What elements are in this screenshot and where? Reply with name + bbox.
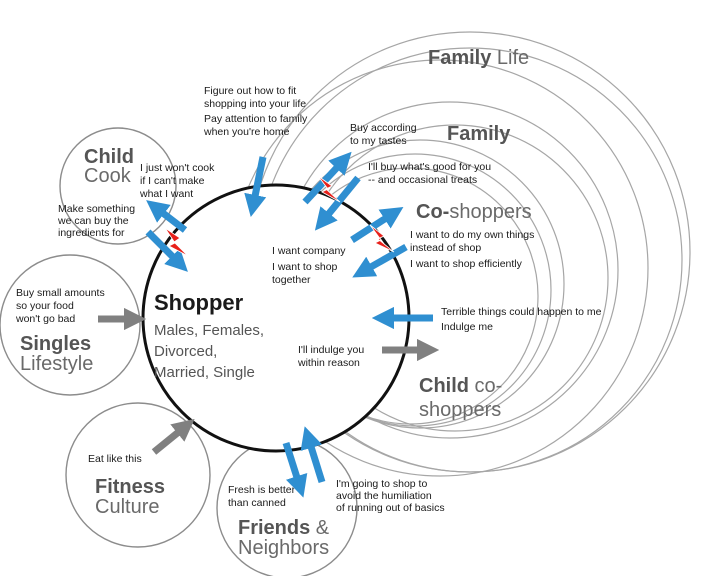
note-singles-1: Buy small amounts so your food won't go … xyxy=(15,287,105,325)
note-shopper-3: I'll indulge you within reason xyxy=(297,344,364,369)
arrow-child-cook-in xyxy=(145,229,188,272)
svg-text:I'll buy what's good for you: I'll buy what's good for you xyxy=(368,161,491,173)
fitness-culture-circle xyxy=(65,402,211,548)
singles-bold: Singles xyxy=(20,333,91,355)
svg-text:within reason: within reason xyxy=(297,357,360,369)
gray-arrows xyxy=(98,307,440,455)
note-family-life-2: Pay attention to family when you're home xyxy=(203,113,308,138)
child-co-shoppers-label-line2: shoppers xyxy=(419,399,501,421)
conflict-bolt-family xyxy=(317,175,341,203)
svg-text:we can buy the: we can buy the xyxy=(57,215,129,227)
blue-arrows xyxy=(145,151,433,498)
svg-text:Buy according: Buy according xyxy=(350,122,417,134)
svg-text:when you're home: when you're home xyxy=(203,126,290,138)
svg-text:if I can't make: if I can't make xyxy=(140,175,205,187)
note-fitness-1: Eat like this xyxy=(88,453,142,465)
fitness-bold: Fitness xyxy=(95,476,165,498)
arrow-family-life-in xyxy=(244,156,267,217)
svg-text:instead of shop: instead of shop xyxy=(410,242,481,254)
singles-light: Lifestyle xyxy=(20,353,93,375)
note-friends-1: Fresh is better than canned xyxy=(228,484,296,509)
shopper-description: Males, Females, Divorced, Married, Singl… xyxy=(154,322,264,381)
note-family-life-1: Figure out how to fit shopping into your… xyxy=(204,85,306,110)
note-co-shoppers-2: I want to shop efficiently xyxy=(410,258,523,270)
note-co-shoppers-1: I want to do my own things instead of sh… xyxy=(410,229,534,254)
note-child-co-1: Terrible things could happen to me xyxy=(441,306,602,318)
note-child-co-2: Indulge me xyxy=(441,321,493,333)
svg-text:Fresh is better: Fresh is better xyxy=(228,484,296,496)
conflict-bolts xyxy=(164,175,395,257)
svg-text:I want to shop: I want to shop xyxy=(272,261,338,273)
note-child-cook-1: I just won't cook if I can't make what I… xyxy=(139,162,215,200)
svg-text:I just won't cook: I just won't cook xyxy=(140,162,215,174)
svg-text:avoid the humiliation: avoid the humiliation xyxy=(336,490,432,502)
svg-text:Pay attention to family: Pay attention to family xyxy=(204,113,308,125)
shopper-line-1: Males, Females, xyxy=(154,322,264,339)
svg-text:ingredients for: ingredients for xyxy=(58,227,125,239)
arrow-co-shoppers-in xyxy=(352,243,408,278)
svg-text:together: together xyxy=(272,274,311,286)
family-life-label: Family Life xyxy=(428,47,529,69)
conflict-bolt-co-shoppers xyxy=(369,224,395,253)
arrow-family-in xyxy=(314,175,361,231)
co-shoppers-label: Co-shoppers xyxy=(416,201,532,223)
arrow-friends-in xyxy=(282,441,308,498)
svg-text:I'll indulge you: I'll indulge you xyxy=(298,344,364,356)
svg-text:-- and occasional treats: -- and occasional treats xyxy=(368,174,477,186)
svg-text:than canned: than canned xyxy=(228,497,286,509)
svg-text:I'm going to shop to: I'm going to shop to xyxy=(336,478,427,490)
svg-text:shopping into your life: shopping into your life xyxy=(204,98,306,110)
note-shopper-2: I want to shop together xyxy=(272,261,338,286)
svg-text:Make something: Make something xyxy=(58,203,135,215)
svg-text:to my tastes: to my tastes xyxy=(350,135,407,147)
friends-label: Friends & xyxy=(238,517,330,539)
arrow-co-shoppers-out xyxy=(350,206,404,243)
svg-text:of running out of basics: of running out of basics xyxy=(336,502,445,514)
shopper-title: Shopper xyxy=(154,290,244,315)
svg-text:I want to do my own things: I want to do my own things xyxy=(410,229,534,241)
child-cook-bold: Child xyxy=(84,146,134,168)
note-friends-2: I'm going to shop to avoid the humiliati… xyxy=(336,478,445,514)
note-family-1: Buy according to my tastes xyxy=(350,122,417,147)
shopper-line-2: Divorced, xyxy=(154,343,217,360)
family-label: Family xyxy=(447,123,511,145)
arrow-fitness-in xyxy=(151,418,195,455)
conflict-bolt-child-cook xyxy=(164,227,189,257)
note-shopper-1: I want company xyxy=(272,245,346,257)
fitness-light: Culture xyxy=(95,496,159,518)
note-child-cook-2: Make something we can buy the ingredient… xyxy=(57,203,135,239)
arrow-child-cook-out xyxy=(146,200,188,233)
svg-text:what I want: what I want xyxy=(139,188,193,200)
neighbors-label: Neighbors xyxy=(238,537,329,559)
svg-text:won't go bad: won't go bad xyxy=(15,313,75,325)
svg-text:Buy small amounts: Buy small amounts xyxy=(16,287,105,299)
note-family-2: I'll buy what's good for you -- and occa… xyxy=(368,161,491,186)
child-co-shoppers-label: Child co- xyxy=(419,375,502,397)
child-cook-light: Cook xyxy=(84,165,132,187)
shopper-line-3: Married, Single xyxy=(154,364,255,381)
svg-text:Figure out how to fit: Figure out how to fit xyxy=(204,85,296,97)
arrow-friends-out xyxy=(300,426,326,484)
svg-text:so your food: so your food xyxy=(16,300,74,312)
